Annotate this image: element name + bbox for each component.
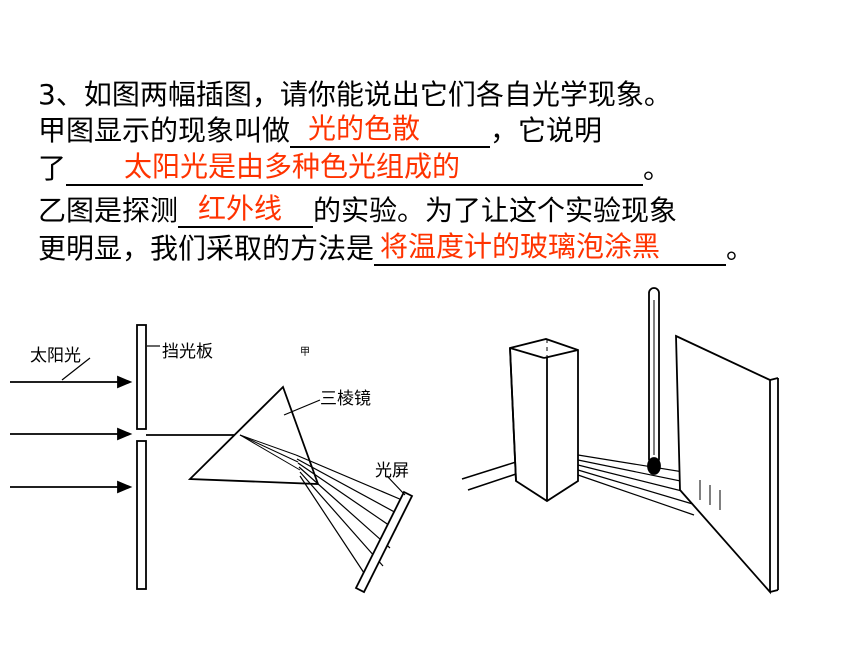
question-text-5b: 。 xyxy=(726,232,755,265)
label-shield-board: 挡光板 xyxy=(162,342,213,362)
answer-1: 光的色散 xyxy=(308,112,421,145)
answer-4: 将温度计的玻璃泡涂黑 xyxy=(380,230,661,263)
question-text-3b: 。 xyxy=(643,152,672,185)
arrow-head-icon xyxy=(117,375,133,389)
question-text-2a: 甲图显示的现象叫做 xyxy=(38,114,291,147)
answer-blank-4: 将温度计的玻璃泡涂黑 xyxy=(374,230,727,266)
question-line-1: 3、如图两幅插图，请你能说出它们各自光学现象。 xyxy=(38,78,672,112)
arrow-head-icon xyxy=(117,480,133,494)
question-line-5: 更明显，我们采取的方法是将温度计的玻璃泡涂黑 。 xyxy=(38,232,754,266)
answer-3: 红外线 xyxy=(198,192,283,225)
question-text-4a: 乙图是探测 xyxy=(38,194,179,227)
question-text-3a: 了 xyxy=(38,152,67,185)
question-line-2: 甲图显示的现象叫做光的色散 ，它说明 xyxy=(38,114,602,148)
question-line-3: 了 太阳光是由多种色光组成的 。 xyxy=(38,152,671,186)
label-prism: 三棱镜 xyxy=(320,389,371,409)
question-text-5a: 更明显，我们采取的方法是 xyxy=(38,232,375,265)
label-jia: 甲 xyxy=(300,347,310,358)
screen-board xyxy=(675,334,771,595)
question-text-1: 3、如图两幅插图，请你能说出它们各自光学现象。 xyxy=(38,78,672,111)
shield-board-bottom xyxy=(136,440,147,590)
question-text-4b: 的实验。为了让这个实验现象 xyxy=(313,194,678,227)
question-line-4: 乙图是探测红外线的实验。为了让这个实验现象 xyxy=(38,194,677,228)
arrow-head-icon xyxy=(117,427,133,441)
vertical-prism xyxy=(509,338,579,503)
answer-blank-3: 红外线 xyxy=(178,192,314,228)
answer-2: 太阳光是由多种色光组成的 xyxy=(124,150,461,183)
question-text-2b: ，它说明 xyxy=(490,114,603,147)
thermometer-bulb xyxy=(647,457,661,475)
light-screen xyxy=(354,490,414,594)
answer-blank-1: 光的色散 xyxy=(290,112,491,148)
shield-board-top xyxy=(136,324,147,430)
prism-triangle xyxy=(187,385,320,485)
label-sunlight: 太阳光 xyxy=(30,346,81,366)
answer-blank-2: 太阳光是由多种色光组成的 xyxy=(66,150,644,186)
label-screen: 光屏 xyxy=(375,461,409,481)
